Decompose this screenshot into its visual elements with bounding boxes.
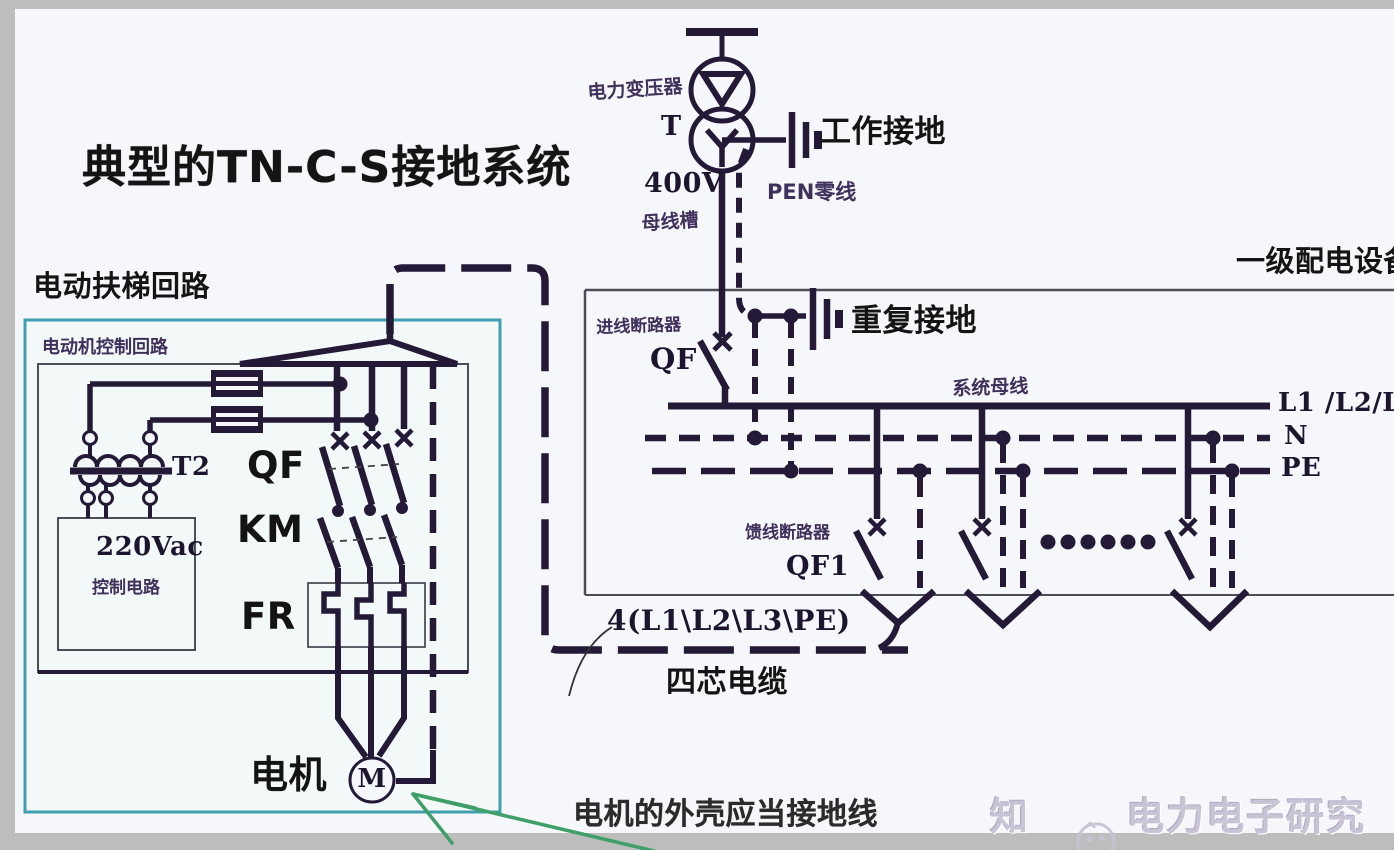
cable-spec-label: 4(L1\L2\L3\PE) bbox=[607, 604, 851, 637]
motor-control-loop-label: 电动机控制回路 bbox=[42, 337, 168, 358]
cable-termination-icon bbox=[239, 337, 458, 367]
working-ground-symbol bbox=[722, 112, 822, 168]
transformer-t-label: T bbox=[661, 111, 682, 142]
four-core-cable-label: 四芯电缆 bbox=[666, 665, 788, 700]
control-voltage-label: 220Vac bbox=[96, 532, 204, 562]
escalator-box bbox=[23, 318, 502, 814]
wye-winding-icon bbox=[704, 128, 740, 167]
main-breaker-qf bbox=[318, 428, 414, 517]
cable-label-leader bbox=[568, 626, 613, 697]
contactor-km bbox=[316, 513, 406, 583]
feeder-2 bbox=[958, 406, 1043, 630]
bus-l-label: L1 /L2/L3 bbox=[1278, 388, 1394, 418]
escalator-cable-entry bbox=[239, 320, 458, 431]
control-fuse-2 bbox=[142, 406, 364, 457]
bus-n-label: N bbox=[1284, 421, 1309, 451]
feeder-breaker-label: 馈线断路器 bbox=[745, 523, 830, 543]
cable-head-icon bbox=[963, 588, 1043, 630]
motor-connection bbox=[335, 366, 437, 804]
watermark: 知乎 电力电子研究院 bbox=[990, 786, 1394, 850]
qf1-label: QF1 bbox=[786, 551, 849, 582]
control-supply-box bbox=[57, 517, 196, 651]
ground-note-label: 电机的外壳应当接地线 bbox=[573, 797, 878, 832]
t2-label: T2 bbox=[172, 452, 211, 482]
annotation-arrow bbox=[411, 792, 658, 850]
more-feeders-ellipsis bbox=[1040, 534, 1156, 550]
primary-distribution-label: 一级配电设备 bbox=[1236, 244, 1394, 278]
escalator-loop-label: 电动扶梯回路 bbox=[33, 269, 211, 303]
thermal-relay-box bbox=[307, 582, 426, 648]
thermal-relay-fr bbox=[321, 583, 407, 647]
incoming-breaker-label: 进线断路器 bbox=[595, 315, 682, 338]
control-transformer-symbol bbox=[70, 454, 172, 518]
fuse-icon bbox=[211, 370, 263, 397]
motor-label: 电机 bbox=[250, 753, 328, 797]
control-circuit-label: 控制电路 bbox=[92, 578, 160, 598]
system-buses bbox=[645, 402, 1270, 475]
cable-head-icon bbox=[1169, 588, 1250, 632]
busway-label: 母线槽 bbox=[640, 209, 700, 235]
feeder-escalator bbox=[853, 406, 937, 651]
bus-pe-label: PE bbox=[1281, 453, 1322, 483]
pen-conductor bbox=[736, 147, 843, 479]
voltage-label: 400V bbox=[644, 168, 724, 199]
four-core-cable-run bbox=[386, 264, 908, 697]
feeder-3 bbox=[1164, 406, 1250, 632]
breaker-contact-icon bbox=[712, 331, 733, 352]
delta-winding-icon bbox=[697, 71, 747, 110]
motor-m-label: M bbox=[357, 764, 387, 794]
watermark-account: 电力电子研究院 bbox=[1126, 795, 1367, 839]
qf-incoming-label: QF bbox=[650, 342, 697, 376]
control-fuse-1 bbox=[82, 370, 333, 457]
km-label: KM bbox=[237, 508, 304, 551]
working-ground-label: 工作接地 bbox=[820, 114, 946, 150]
motor-circle-icon bbox=[348, 756, 396, 804]
repeated-ground-label: 重复接地 bbox=[851, 303, 977, 339]
pen-label: PEN零线 bbox=[767, 180, 857, 204]
fuse-icon bbox=[211, 406, 263, 433]
distribution-box bbox=[583, 288, 1394, 596]
system-bus-label: 系统母线 bbox=[951, 375, 1029, 400]
watermark-logo-icon bbox=[1076, 821, 1117, 850]
page-title: 典型的TN-C-S接地系统 bbox=[82, 142, 572, 193]
incoming-line bbox=[697, 171, 733, 406]
watermark-brand: 知乎 bbox=[990, 795, 1031, 839]
fr-label: FR bbox=[241, 595, 296, 638]
qf-main-label: QF bbox=[247, 444, 305, 487]
